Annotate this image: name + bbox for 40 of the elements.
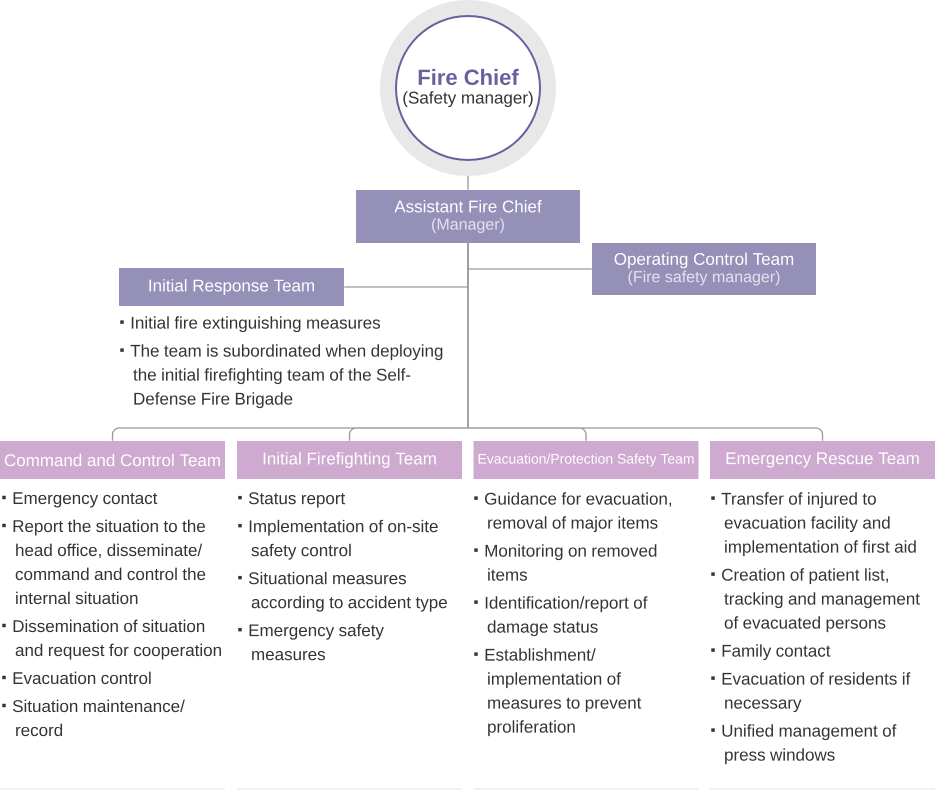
bullet-item: Emergency safety measures <box>238 624 384 660</box>
bullet-item: Creation of patient list, tracking and management of evacuated persons <box>711 568 920 632</box>
bullet-item: Transfer of injured to evacuation facility and implementation of first aid <box>711 492 916 556</box>
bullet-item: Implementation of on-site safety control <box>238 520 438 560</box>
team-box <box>474 441 699 479</box>
bullet-item: Establishment/ implementation of measures to prevent proliferation <box>474 648 642 736</box>
role-box <box>592 243 816 295</box>
bullet-item: Situation maintenance/ record <box>2 700 185 736</box>
bullet-item: Monitoring on removed items <box>474 544 656 581</box>
bullet-item: Guidance for evacuation, removal of major items <box>474 492 672 532</box>
connector-line <box>467 176 469 190</box>
bullet-item: Identification/report of damage status <box>474 596 648 636</box>
role-box <box>119 268 344 306</box>
team-box <box>710 441 936 479</box>
team-box <box>237 441 462 479</box>
role-box <box>356 190 580 243</box>
chief-circle <box>380 0 556 176</box>
node-subtitle: (Fire safety manager) <box>628 270 780 286</box>
node-title: Fire Chief <box>418 68 519 86</box>
node-title: Initial Response Team <box>149 279 314 295</box>
bullet-item: Dissemination of situation and request for cooperation <box>2 620 221 660</box>
bullet-item: Report the situation to the head office, disseminate/ command and control the internal situation <box>2 520 206 604</box>
bullet-item: Evacuation control <box>2 672 151 684</box>
bullet-item: Emergency contact <box>2 492 158 508</box>
bullet-item: Unified management of press windows <box>711 724 896 764</box>
bullet-item: Family contact <box>711 644 830 660</box>
node-subtitle: (Manager) <box>432 218 504 233</box>
node-title: Command and Control Team <box>4 454 220 466</box>
node-title: Assistant Fire Chief <box>394 200 542 212</box>
node-title: Operating Control Team <box>614 252 794 268</box>
node-title: Emergency Rescue Team <box>726 452 919 468</box>
bullet-item: Situational measures according to accident type <box>238 572 447 612</box>
node-subtitle: (Safety manager) <box>403 91 533 108</box>
team-box <box>0 441 225 479</box>
bullet-item: The team is subordinated when deploying the initial firefighting team of the Self-Defense Fire Brigade <box>120 344 442 408</box>
node-title: Initial Firefighting Team <box>264 452 436 468</box>
bullet-item: Evacuation of residents if necessary <box>711 672 910 712</box>
node-title: Evacuation/Protection Safety Team <box>478 454 694 466</box>
bullet-item: Initial fire extinguishing measures <box>120 316 380 332</box>
bullet-item: Status report <box>238 492 346 508</box>
